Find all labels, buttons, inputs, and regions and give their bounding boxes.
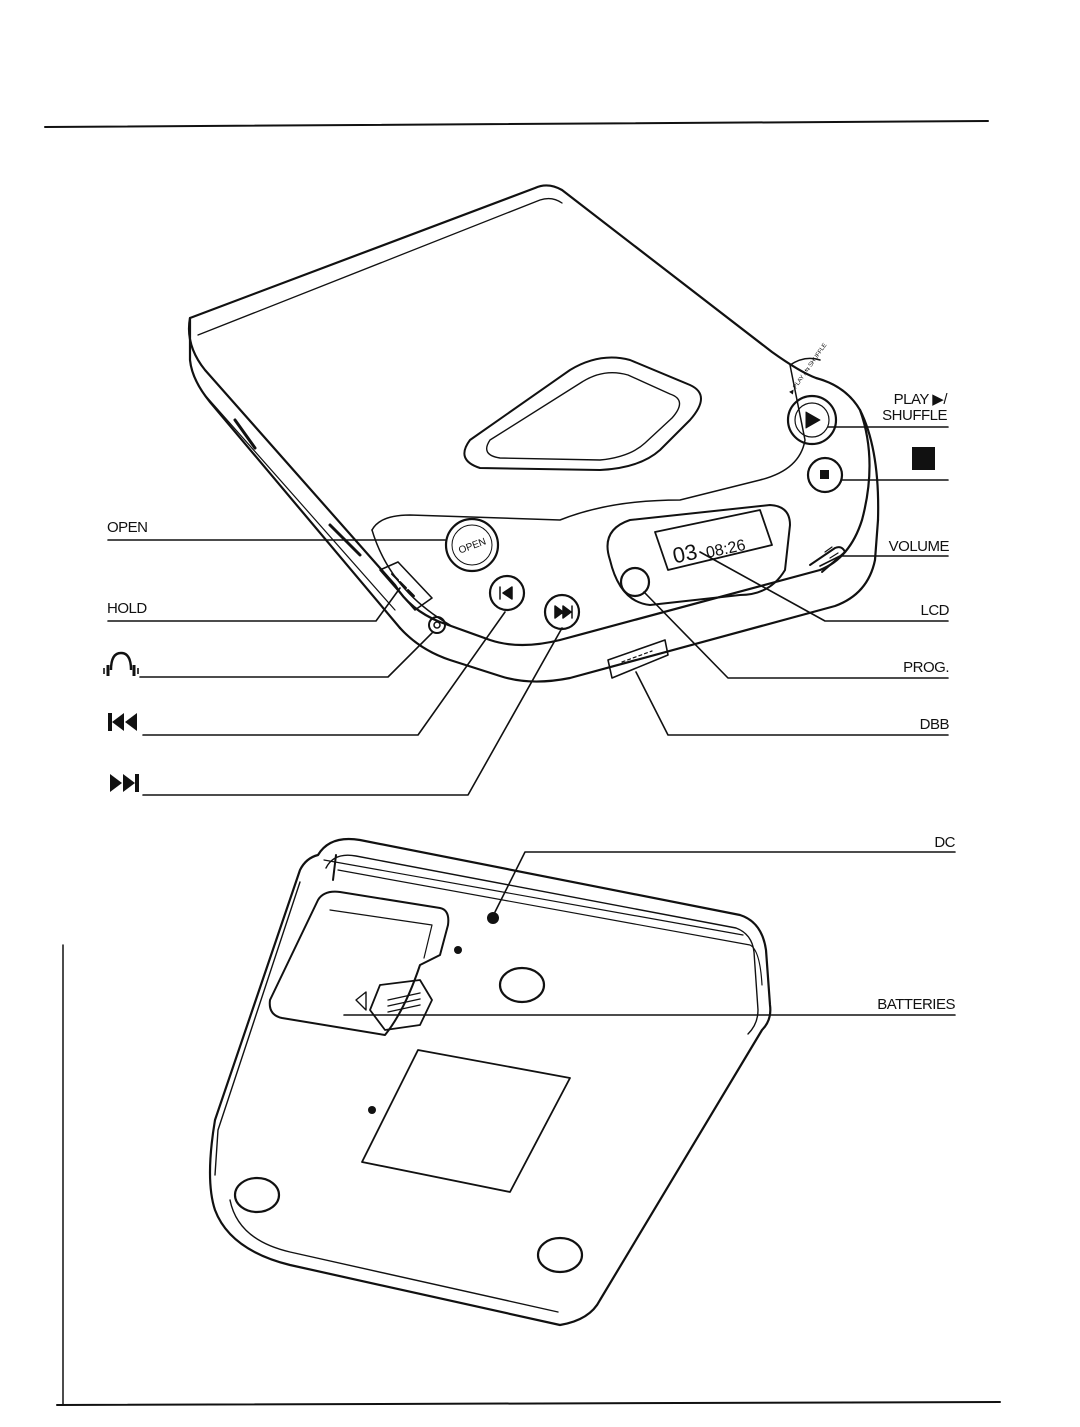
skip-next-icon [110,774,139,792]
stop-icon [912,447,935,470]
headphones-icon [103,651,139,676]
volume-wheel-art [809,546,846,573]
label-plate-art [361,1049,571,1193]
battery-compartment-art [268,890,450,1036]
leader-prog [643,591,949,679]
label-batteries: BATTERIES [877,996,955,1013]
dc-socket-art [487,912,499,924]
player-bottom-view [208,837,772,1327]
headphone-jack-art [428,616,446,634]
label-hold: HOLD [107,600,147,617]
leader-hold [107,587,401,622]
top-rule [44,120,989,128]
play-caption-print: ▶ PLAY / ⇆ SHUFFLE [788,342,828,395]
leader-next [142,627,563,796]
prev-button-art [488,574,526,612]
player-top-view: OPEN 03 08:26 ▶ PLAY / ⇆ SHUF [187,184,880,683]
leader-prev [142,611,506,736]
skip-previous-icon [108,713,137,731]
dbb-switch-art [607,639,669,679]
bottom-rule [56,1401,1001,1406]
play-button-art [786,394,838,446]
leader-dc [494,851,956,913]
lcd-track-print: 03 [670,539,699,569]
leader-headphones [139,632,433,678]
open-button-art [444,517,500,573]
lcd-window [654,509,773,571]
label-lcd: LCD [920,602,949,619]
label-open: OPEN [107,519,148,536]
leader-lcd [699,551,949,622]
open-button-print: OPEN [457,536,487,556]
label-play-shuffle-2: SHUFFLE [882,407,947,424]
leader-lines [107,426,956,1016]
label-play-shuffle-1: PLAY ▶/ [893,391,948,408]
label-volume: VOLUME [888,538,950,555]
hold-switch-art [379,561,433,611]
label-dbb: DBB [919,716,950,733]
leader-dbb [635,671,949,736]
prog-button-art [619,566,651,598]
label-prog: PROG. [903,659,949,676]
stop-button-art [806,456,844,494]
leader-volume [819,555,949,567]
label-dc: DC [934,834,955,851]
